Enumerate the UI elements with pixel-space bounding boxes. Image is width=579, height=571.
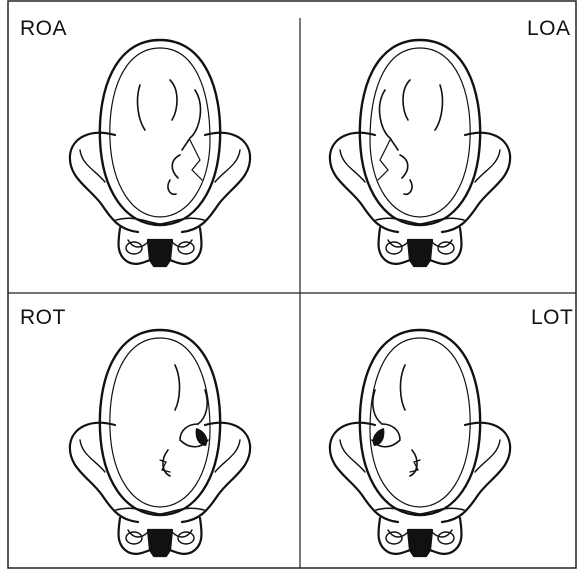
panel-lot (330, 330, 510, 556)
panel-rot (70, 330, 250, 556)
pelvis-outline (330, 133, 510, 266)
fetal-features (372, 365, 420, 476)
fetal-head-outline (100, 40, 220, 225)
fetal-head-outline (100, 330, 220, 515)
figure-border (8, 1, 576, 568)
fetal-features (378, 80, 442, 194)
fetal-ear-mark (373, 428, 385, 446)
pelvis-outline (70, 133, 250, 266)
fetal-features (138, 80, 202, 194)
label-loa: LOA (527, 17, 571, 41)
label-rot: ROT (20, 306, 66, 330)
label-roa: ROA (20, 17, 67, 41)
pelvis-outline (330, 423, 510, 556)
panel-roa (70, 40, 250, 266)
fetal-head-outline (360, 330, 480, 515)
label-lot: LOT (531, 306, 573, 330)
pelvis-outline (70, 423, 250, 556)
fetal-features (160, 365, 208, 476)
fetal-head-outline (360, 40, 480, 225)
fetal-ear-mark (196, 428, 208, 446)
panel-loa (330, 40, 510, 266)
